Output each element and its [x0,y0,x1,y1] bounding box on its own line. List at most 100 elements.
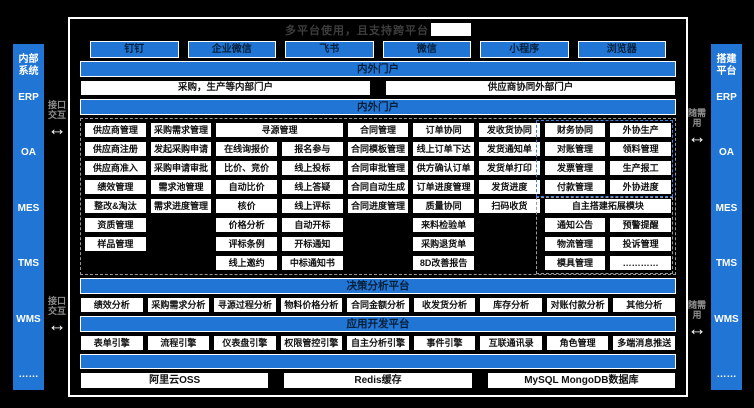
module-cell: 绩效管理 [84,179,147,195]
module-cell: 合同进度管理 [346,198,410,214]
module-cell: 线上评标 [281,198,344,214]
decision-analysis-bar: 决策分析平台 [80,278,676,294]
module-cell: 需求池管理 [149,179,213,195]
module-cell: 供应商准入 [84,160,147,176]
double-arrow-icon: ↔ [47,315,67,336]
portal-bar: 内外门户 [80,61,676,77]
module-cell: 发收货协同 [478,122,541,138]
module-cell: 对账管理 [543,141,607,157]
module-cell: 自动开标 [281,217,344,233]
engine-cell: 流程引擎 [146,335,211,351]
internal-system-item: WMS [16,313,41,325]
module-cell: 8D改善报告 [412,255,475,271]
internal-system-item: OA [20,147,36,159]
infrastructure-cell: Redis缓存 [283,372,473,389]
module-cell [150,255,213,271]
architecture-frame: 多平台使用，且支持跨平台 钉钉企业微信飞书微信小程序浏览器 内外门户 采购，生产… [68,17,688,397]
analysis-cell: 对账付款分析 [545,297,610,313]
module-cell: 发货进度 [478,179,541,195]
blank-blue-bar [80,354,676,369]
module-cell [478,217,541,233]
engine-cell: 仪表盘引擎 [213,335,277,351]
module-cell: 比价、竞价 [215,160,278,176]
analysis-cell: 寻源过程分析 [213,297,277,313]
module-cell [347,255,410,271]
module-grid: 供应商管理采购需求管理寻源管理合同管理订单协同发收货协同财务协同外协生产供应商注… [80,118,676,275]
module-cell: 自动比价 [215,179,278,195]
module-cell: 投诉管理 [609,236,672,252]
module-cell: 采购申请审批 [149,160,213,176]
redacted-box [431,23,471,36]
double-arrow-icon: ↔ [687,319,707,340]
right-connector-bottom: 随需用 ↔ [684,300,710,339]
analysis-cell: 收发货分析 [412,297,477,313]
module-cell: 发货单打印 [478,160,541,176]
module-cell: 采购需求管理 [149,122,213,138]
internal-system-item: …… [18,368,39,380]
engine-cell: 事件引擎 [412,335,477,351]
build-platform-item: MES [715,202,738,214]
module-cell: 外协生产 [609,122,672,138]
portals-row: 采购，生产等内部门户供应商协同外部门户 [80,80,676,96]
platform-bar: 内外门户 [80,99,676,115]
infrastructure-cell: 阿里云OSS [80,372,270,389]
module-cell: 付款管理 [543,179,607,195]
module-cell: 资质管理 [84,217,147,233]
module-cell: 领料管理 [609,141,672,157]
client-app-button: 浏览器 [577,41,666,58]
client-app-button: 小程序 [480,41,569,58]
module-cell: 合同管理 [346,122,410,138]
module-cell: 开标通知 [281,236,344,252]
module-cell [150,236,213,252]
module-cell: 物流管理 [543,236,607,252]
module-cell: 来料检验单 [412,217,475,233]
module-cell [347,236,410,252]
module-cell: 模具管理 [543,255,607,271]
module-cell: 价格分析 [215,217,278,233]
build-platform-item: …… [716,368,737,380]
build-platform-title: 搭建平台 [716,54,737,77]
module-cell: 合同审批管理 [346,160,410,176]
module-cell [84,255,147,271]
module-cell: 扫码收货 [478,198,541,214]
left-connector-top: 接口交互 ↔ [44,100,70,139]
build-platform-item: OA [718,147,734,159]
analysis-cell: 合同金额分析 [346,297,410,313]
on-demand-use-label: 随需用 [687,108,706,128]
module-cell: 线上订单下达 [412,141,475,157]
double-arrow-icon: ↔ [687,127,707,148]
module-cell: 报名参与 [281,141,344,157]
module-cell: 评标条例 [215,236,278,252]
module-cell: 整改&淘汰 [84,198,147,214]
on-demand-use-label: 随需用 [687,300,706,320]
engine-cell: 表单引擎 [80,335,144,351]
internal-systems-title: 内部系统 [18,54,39,77]
interface-interaction-label: 接口交互 [47,100,66,120]
module-cell: 发起采购申请 [149,141,213,157]
build-platform-item: ERP [716,92,737,103]
client-app-button: 钉钉 [90,41,179,58]
module-cell: 线上答疑 [281,179,344,195]
module-cell: 外协进度 [609,179,672,195]
module-cell: 合同自动生成 [346,179,410,195]
module-cell: 核价 [215,198,278,214]
client-apps-row: 钉钉企业微信飞书微信小程序浏览器 [80,41,676,58]
analysis-cell: 其他分析 [612,297,676,313]
analysis-cell: 绩效分析 [80,297,144,313]
module-cell: 样品管理 [84,236,147,252]
decision-analysis-row: 绩效分析采购需求分析寻源过程分析物料价格分析合同金额分析收发货分析库存分析对账付… [80,297,676,313]
infrastructure-cell: MySQL MongoDB数据库 [486,372,676,389]
client-app-button: 微信 [382,41,471,58]
engine-cell: 自主分析引擎 [346,335,410,351]
build-platform-item: TMS [715,258,738,270]
module-cell: 需求进度管理 [149,198,213,214]
module-cell: 供应商管理 [84,122,147,138]
module-cell [478,255,541,271]
engine-cell: 角色管理 [545,335,610,351]
module-cell: 自主搭建拓展模块 [543,198,672,214]
internal-system-item: ERP [18,92,39,103]
left-connector-bottom: 接口交互 ↔ [44,296,70,335]
module-cell: 中标通知书 [281,255,344,271]
